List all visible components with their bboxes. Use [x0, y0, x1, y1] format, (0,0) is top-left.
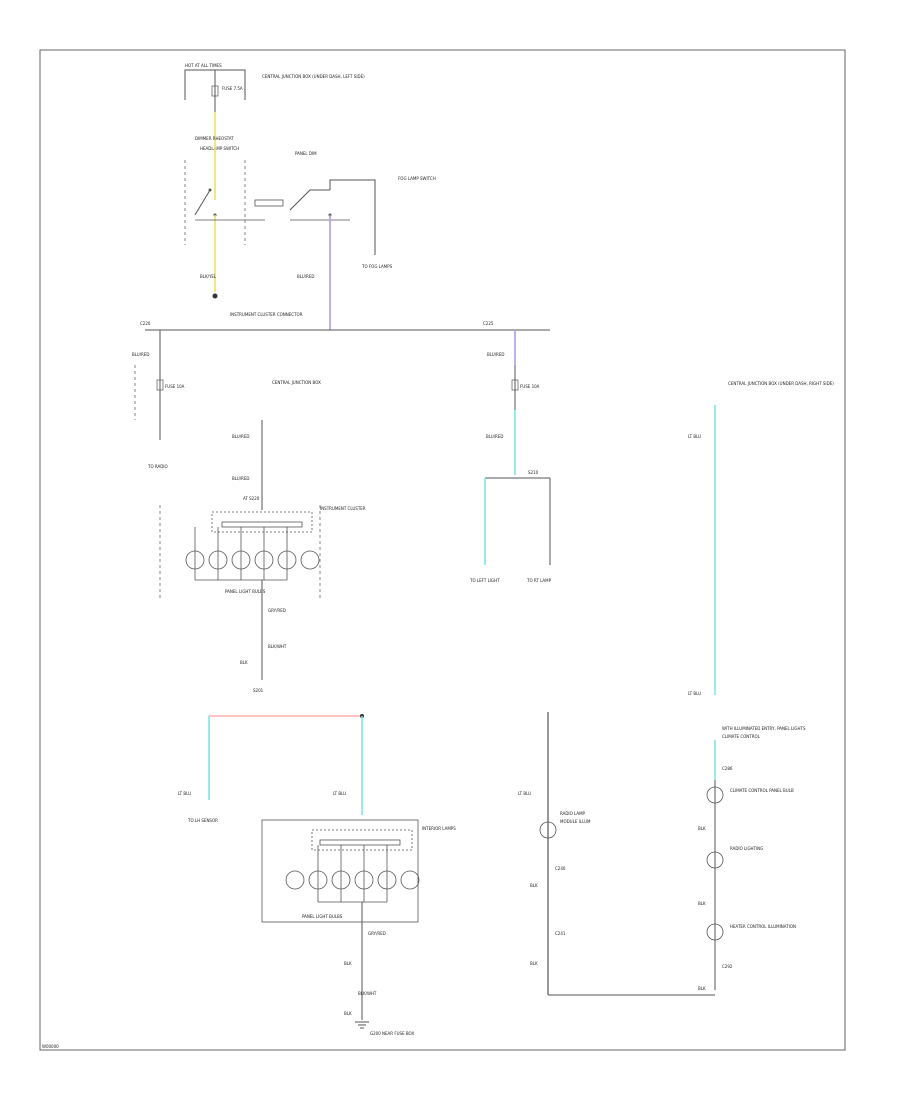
- right-bulb-3-symbol: [706, 923, 724, 941]
- fog-lamp-switch-assembly: FOG LAMP SWITCH TO FOG LAMPS BLU/RED BLK…: [200, 176, 436, 330]
- fuse-top-symbol: [211, 85, 219, 97]
- lower-left-branch: LT BLU TO LH SENSOR LT BLU: [178, 714, 364, 823]
- radio-lamp-sub-label: MODULE ILLUM: [560, 819, 591, 824]
- lamp-label-d: C292: [722, 964, 733, 969]
- panel-lights-2-label: PANEL LIGHT BULBS: [302, 914, 343, 919]
- lamp-wire-c-label: BLK: [698, 986, 706, 991]
- right-branch-wire-label: BLU/RED: [487, 352, 504, 357]
- splice-right-label: S210: [528, 470, 539, 475]
- diagram-frame: [39, 49, 846, 1051]
- cjb-mid-label: CENTRAL JUNCTION BOX: [272, 380, 321, 385]
- bottom-gnd-label: BLK: [344, 1011, 352, 1016]
- hot-at-all-times-label: HOT AT ALL TIMES: [185, 63, 222, 68]
- radio-gnd-label: BLK: [530, 883, 538, 888]
- ground-point-label: G200 NEAR FUSE BOX: [370, 1031, 414, 1036]
- right-bulb-3-label: HEATER CONTROL ILLUMINATION: [730, 924, 796, 929]
- left-branch-fuse-symbol: [156, 379, 164, 391]
- headlamp-switch-assembly: PANEL DIM: [184, 151, 317, 292]
- ground-1-label: GRY/RED: [268, 608, 286, 613]
- fuse-top-label: FUSE 7.5A: [222, 86, 243, 91]
- right-col-wire-label: LT BLU: [688, 434, 701, 439]
- dimmer-rheostat: [254, 199, 284, 207]
- ground-1b-label: BLK/WHT: [268, 644, 287, 649]
- cluster-connector-bus: INSTRUMENT CLUSTER CONNECTOR C220 C225: [140, 293, 550, 331]
- instrument-cluster-lower: INTERIOR LAMPS PANEL LIGHT BULBS GRY/RED…: [261, 819, 456, 1036]
- cluster-2-box: [261, 819, 419, 923]
- fuse-box-top-label: CENTRAL JUNCTION BOX (UNDER DASH, LEFT S…: [262, 74, 365, 79]
- to-left-light-label: TO LEFT LIGHT: [469, 578, 500, 583]
- right-fuse-label: FUSE 10A: [520, 384, 540, 389]
- left-branch-wire-label: BLU/RED: [132, 352, 149, 357]
- sensor-wire-b-label: LT BLU: [333, 791, 346, 796]
- to-radio-label: TO RADIO: [147, 464, 168, 469]
- splice-left-label: S201: [253, 688, 264, 693]
- right-fog-branch: BLU/RED FUSE 10A BLU/RED S210 TO LEFT LI…: [469, 330, 552, 583]
- cluster-2-connector: [311, 829, 413, 851]
- radio-lamp-wire-label: LT BLU: [518, 791, 531, 796]
- lamp-wire-b-label: BLK: [698, 901, 706, 906]
- right-mid-label: WITH ILLUMINATED ENTRY, PANEL LIGHTS: [722, 726, 806, 731]
- panel-dim-label: PANEL DIM: [295, 151, 317, 156]
- right-column-circuit: CENTRAL JUNCTION BOX (UNDER DASH, RIGHT …: [688, 381, 834, 991]
- climate-control-label: CLIMATE CONTROL: [722, 734, 761, 739]
- ground-symbol: [355, 1021, 369, 1029]
- headlamp-switch-label: HEADLAMP SWITCH: [200, 146, 239, 151]
- to-rt-lamp-label: TO RT LAMP: [526, 578, 552, 583]
- panel-bulbs-1: [185, 527, 320, 581]
- lamp-label-a: C286: [722, 766, 733, 771]
- cluster-2-bus: [319, 839, 401, 846]
- left-wire-label: BLK/YEL: [200, 274, 217, 279]
- cluster-1-connector: [211, 511, 313, 533]
- ground-2b-label: BLK: [344, 961, 352, 966]
- right-col-box-label: CENTRAL JUNCTION BOX (UNDER DASH, RIGHT …: [728, 381, 834, 386]
- left-branch-fuse-label: FUSE 10A: [165, 384, 185, 389]
- radio-lamp-label: RADIO LAMP: [560, 811, 586, 816]
- instrument-cluster-upper: CENTRAL JUNCTION BOX BLU/RED BLU/RED AT …: [159, 380, 366, 693]
- left-radio-branch: BLU/RED FUSE 10A TO RADIO: [132, 330, 185, 469]
- cluster-wire-a-label: BLU/RED: [232, 434, 249, 439]
- right-bulb-1-symbol: [706, 786, 724, 804]
- bus-splice-dot: [212, 293, 218, 299]
- sensor-wire-a-label: LT BLU: [178, 791, 191, 796]
- right-bulb-1-label: CLIMATE CONTROL PANEL BULB: [730, 788, 794, 793]
- dimmer-label: DIMMER RHEOSTAT: [195, 136, 234, 141]
- radio-c2-label: C241: [555, 931, 566, 936]
- instrument-cluster-connector-label: INSTRUMENT CLUSTER CONNECTOR: [230, 312, 303, 317]
- mid-wire-label: BLU/RED: [297, 274, 314, 279]
- left-connector-label: C220: [140, 321, 151, 326]
- instrument-cluster-label: INSTRUMENT CLUSTER: [320, 506, 366, 511]
- right-bulb-2-symbol: [706, 851, 724, 869]
- right-bulb-2-label: RADIO LIGHTING: [730, 846, 763, 851]
- interior-lamps-label: INTERIOR LAMPS: [422, 826, 456, 831]
- panel-lights-1-label: PANEL LIGHT BULBS: [225, 589, 266, 594]
- right-mid-wire-label: LT BLU: [688, 691, 701, 696]
- ground-2-label: GRY/RED: [368, 931, 386, 936]
- radio-gnd2-label: BLK: [530, 961, 538, 966]
- diagram-code: W00000: [42, 1044, 59, 1049]
- top-power-feed: HOT AT ALL TIMES CENTRAL JUNCTION BOX (U…: [184, 63, 365, 200]
- ground-2c-label: BLK/WHT: [358, 991, 377, 996]
- at-splice-label: AT S220: [243, 496, 260, 501]
- fog-lamp-switch-label: FOG LAMP SWITCH: [398, 176, 436, 181]
- radio-lamp-circuit: LT BLU RADIO LAMP MODULE ILLUM C240 BLK …: [518, 712, 715, 996]
- radio-lamp-symbol: [539, 821, 557, 839]
- radio-c1-label: C240: [555, 866, 566, 871]
- ground-1c-label: BLK: [240, 660, 248, 665]
- right-connector-label: C225: [483, 321, 494, 326]
- panel-bulbs-2: [285, 845, 420, 903]
- to-fog-lamps-label: TO FOG LAMPS: [361, 264, 393, 269]
- right-fuse-wire-label: BLU/RED: [486, 434, 503, 439]
- lamp-wire-a-label: BLK: [698, 826, 706, 831]
- cluster-wire-b-label: BLU/RED: [232, 476, 249, 481]
- cluster-1-bus: [221, 521, 303, 528]
- to-lh-sensor-label: TO LH SENSOR: [187, 818, 218, 823]
